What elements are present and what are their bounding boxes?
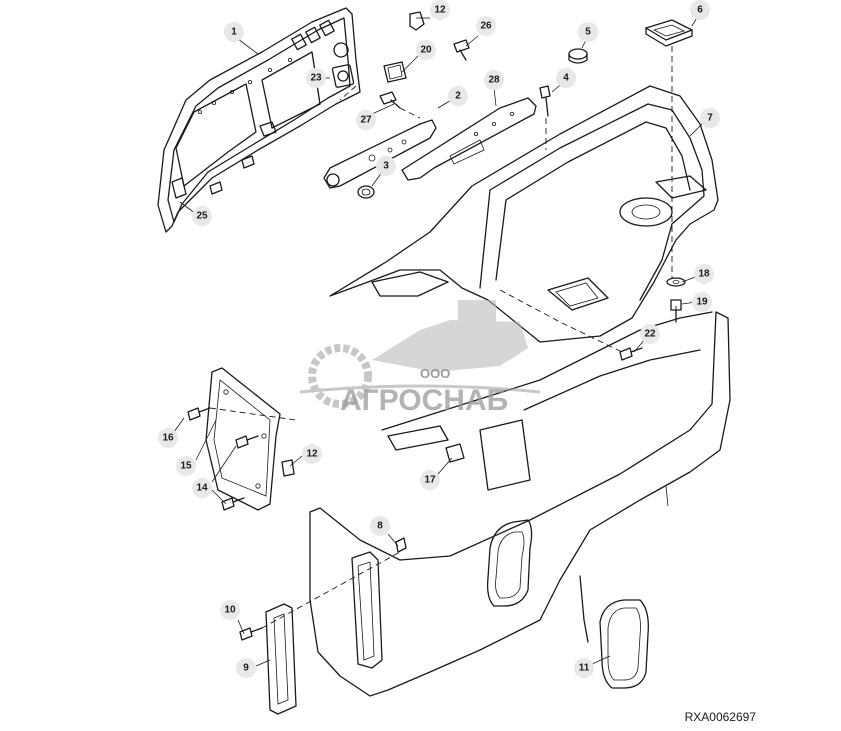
callout-1: 1 [224,22,244,42]
svg-text:10: 10 [224,605,236,616]
svg-text:22: 22 [644,329,656,340]
callout-14: 14 [192,478,212,498]
part-instrument-frame [157,7,361,233]
svg-text:27: 27 [360,115,372,126]
part-clip-17 [445,443,465,463]
part-washer-18 [666,277,686,287]
svg-text:14: 14 [196,483,208,494]
callout-2: 2 [448,86,468,106]
callout-5: 5 [578,22,598,42]
part-screw-27 [379,91,401,109]
svg-text:19: 19 [696,297,708,308]
callout-26: 26 [476,16,496,36]
leader-lines [173,15,707,667]
callout-28: 28 [484,70,504,90]
part-screw-16 [187,407,211,421]
svg-text:4: 4 [563,73,569,84]
part-screws-14 [221,435,259,511]
watermark-logo [299,300,541,408]
svg-text:7: 7 [707,113,713,124]
callout-3: 3 [376,156,396,176]
part-switch-23 [331,64,355,88]
svg-text:6: 6 [697,5,703,16]
part-console-7 [329,85,719,343]
svg-text:3: 3 [383,161,389,172]
svg-text:17: 17 [424,475,436,486]
watermark-line2: АГРОСНАБ [340,384,508,417]
svg-text:9: 9 [243,663,249,674]
callout-11: 11 [574,658,594,678]
callout-6: 6 [690,0,710,20]
callout-22: 22 [640,324,660,344]
callout-27: 27 [356,110,376,130]
callout-12-mid: 12 [302,444,322,464]
callout-8: 8 [370,516,390,536]
callout-23: 23 [306,68,326,88]
svg-text:12: 12 [434,5,446,16]
svg-text:28: 28 [488,75,500,86]
part-bolt-22 [619,347,643,361]
svg-text:16: 16 [162,433,174,444]
part-plate-28 [401,97,537,181]
svg-text:12: 12 [306,449,318,460]
part-plate-20 [383,61,407,83]
part-clip-8 [395,537,407,553]
svg-text:26: 26 [480,21,492,32]
svg-text:25: 25 [196,211,208,222]
part-bolt-4 [539,85,551,117]
svg-text:8: 8 [377,521,383,532]
svg-text:5: 5 [585,27,591,38]
svg-text:2: 2 [455,91,461,102]
callout-4: 4 [556,68,576,88]
svg-text:1: 1 [231,27,237,38]
callout-7: 7 [700,108,720,128]
svg-text:11: 11 [579,663,590,674]
part-cap-5 [568,48,588,64]
callout-19: 19 [692,292,712,312]
callout-10: 10 [220,600,240,620]
watermark-line1: ООО [420,366,450,381]
part-plate-15 [205,367,281,511]
part-lower-shell [309,311,731,697]
part-clip-12-mid [281,459,295,477]
svg-text:15: 15 [180,461,192,472]
part-cover-6 [645,19,693,47]
callout-15: 15 [176,456,196,476]
callout-12-top: 12 [430,0,450,20]
part-trim-11 [599,599,649,689]
assembly-lines [209,46,677,629]
callout-18: 18 [694,264,714,284]
svg-text:18: 18 [698,269,710,280]
callout-9: 9 [236,658,256,678]
drawing-code: RXA0062697 [685,710,757,724]
callout-25: 25 [192,206,212,226]
part-grommet-3 [357,185,375,199]
part-screw-26 [453,39,470,61]
callout-16: 16 [158,428,178,448]
part-strip-9 [265,603,297,715]
svg-text:20: 20 [420,45,432,56]
callout-20: 20 [416,40,436,60]
part-screw-10 [239,627,263,641]
part-clip-12-top [409,11,425,31]
part-bracket-2 [323,119,437,189]
callout-17: 17 [420,470,440,490]
svg-text:23: 23 [310,73,322,84]
